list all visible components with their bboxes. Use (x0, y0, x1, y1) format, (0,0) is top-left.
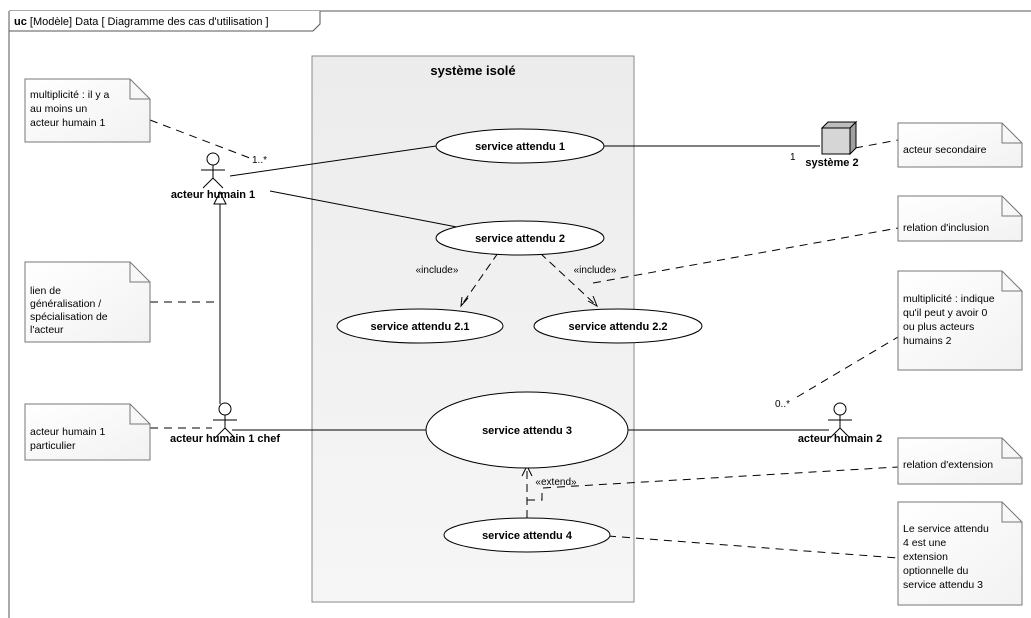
note-acteur-secondaire[interactable]: acteur secondaire (897, 122, 1023, 168)
frame-title: uc [Modèle] Data [ Diagramme des cas d'u… (14, 16, 269, 28)
include-uc2-uc21 (460, 252, 499, 307)
svg-text:service attendu 1: service attendu 1 (475, 141, 565, 153)
svg-text:service attendu 2.1: service attendu 2.1 (370, 321, 469, 333)
note-line: multiplicité : il y a (30, 89, 110, 101)
include-label-left: «include» (416, 265, 459, 276)
svg-text:service attendu 3: service attendu 3 (482, 425, 572, 437)
note-line: qu'il peut y avoir 0 (903, 307, 987, 319)
actor-label: système 2 (805, 157, 858, 169)
associations (213, 145, 829, 431)
note-line: Le service attendu (903, 523, 989, 535)
note-line: humains 2 (903, 335, 952, 347)
use-case-2[interactable]: service attendu 2 (435, 220, 605, 256)
include-label-right: «include» (574, 265, 617, 276)
note-line: l'acteur (30, 324, 64, 336)
actor-label: acteur humain 1 chef (170, 433, 280, 445)
svg-text:service attendu 2.2: service attendu 2.2 (568, 321, 667, 333)
use-case-3[interactable]: service attendu 3 (425, 391, 629, 469)
node-cube-icon (820, 120, 858, 156)
note-multiplicite-acteur-2[interactable]: multiplicité : indique qu'il peut y avoi… (897, 270, 1023, 371)
note-acteur-particulier[interactable]: acteur humain 1 particulier (24, 403, 151, 461)
actor-label: acteur humain 2 (798, 433, 882, 445)
note-line: acteur secondaire (903, 144, 987, 156)
actor-acteur-humain-1-chef[interactable]: acteur humain 1 chef (170, 402, 280, 445)
include-arrowhead-right (587, 295, 598, 308)
use-case-2-2[interactable]: service attendu 2.2 (533, 308, 703, 344)
stick-figure-icon (828, 402, 852, 439)
svg-text:service attendu 4: service attendu 4 (482, 530, 573, 542)
actor-label: acteur humain 1 (171, 189, 255, 201)
note-line: relation d'inclusion (903, 222, 989, 234)
note-line: spécialisation de (30, 311, 108, 323)
note-relation-extension[interactable]: relation d'extension (897, 437, 1023, 485)
use-case-1[interactable]: service attendu 1 (435, 128, 605, 164)
stick-figure-icon (201, 152, 225, 189)
actor-systeme-2[interactable]: système 2 (805, 120, 859, 169)
multiplicity-a2: 0..* (775, 399, 790, 410)
note-anchors (149, 119, 899, 559)
note-line: relation d'extension (903, 459, 993, 471)
note-line: acteur humain 1 (30, 117, 105, 129)
system-title: système isolé (430, 63, 515, 78)
note-line: optionnelle du (903, 565, 969, 577)
multiplicity-sys2: 1 (790, 152, 796, 163)
note-line: ou plus acteurs (903, 321, 974, 333)
note-line: extension (903, 551, 948, 563)
note-extension-optionnelle[interactable]: Le service attendu 4 est une extension o… (897, 501, 1023, 606)
note-line: acteur humain 1 (30, 426, 105, 438)
actor-acteur-humain-2[interactable]: acteur humain 2 (798, 402, 882, 445)
note-line: multiplicité : indique (903, 293, 995, 305)
multiplicity-a1: 1..* (252, 155, 267, 166)
note-line: généralisation / (30, 298, 101, 310)
use-case-2-1[interactable]: service attendu 2.1 (336, 308, 504, 344)
note-line: particulier (30, 440, 76, 452)
actor-acteur-humain-1[interactable]: acteur humain 1 (171, 152, 255, 201)
note-generalisation[interactable]: lien de généralisation / spécialisation … (24, 261, 151, 343)
svg-text:service attendu 2: service attendu 2 (475, 233, 565, 245)
note-line: au moins un (30, 103, 87, 115)
extend-label: «extend» (535, 477, 577, 488)
diagram-frame: uc [Modèle] Data [ Diagramme des cas d'u… (8, 10, 1031, 618)
note-multiplicite-acteur-1[interactable]: multiplicité : il y a au moins un acteur… (24, 78, 151, 143)
stick-figure-icon (213, 402, 237, 439)
include-arrowhead-left (460, 296, 469, 308)
note-relation-inclusion[interactable]: relation d'inclusion (897, 195, 1023, 242)
note-line: 4 est une (903, 537, 946, 549)
assoc-a1-uc2 (269, 190, 463, 229)
assoc-a1-uc1 (229, 145, 437, 177)
note-line: service attendu 3 (903, 579, 983, 591)
use-case-4[interactable]: service attendu 4 (443, 517, 611, 553)
generalization-arrowhead (213, 190, 227, 205)
note-line: lien de (30, 285, 61, 297)
